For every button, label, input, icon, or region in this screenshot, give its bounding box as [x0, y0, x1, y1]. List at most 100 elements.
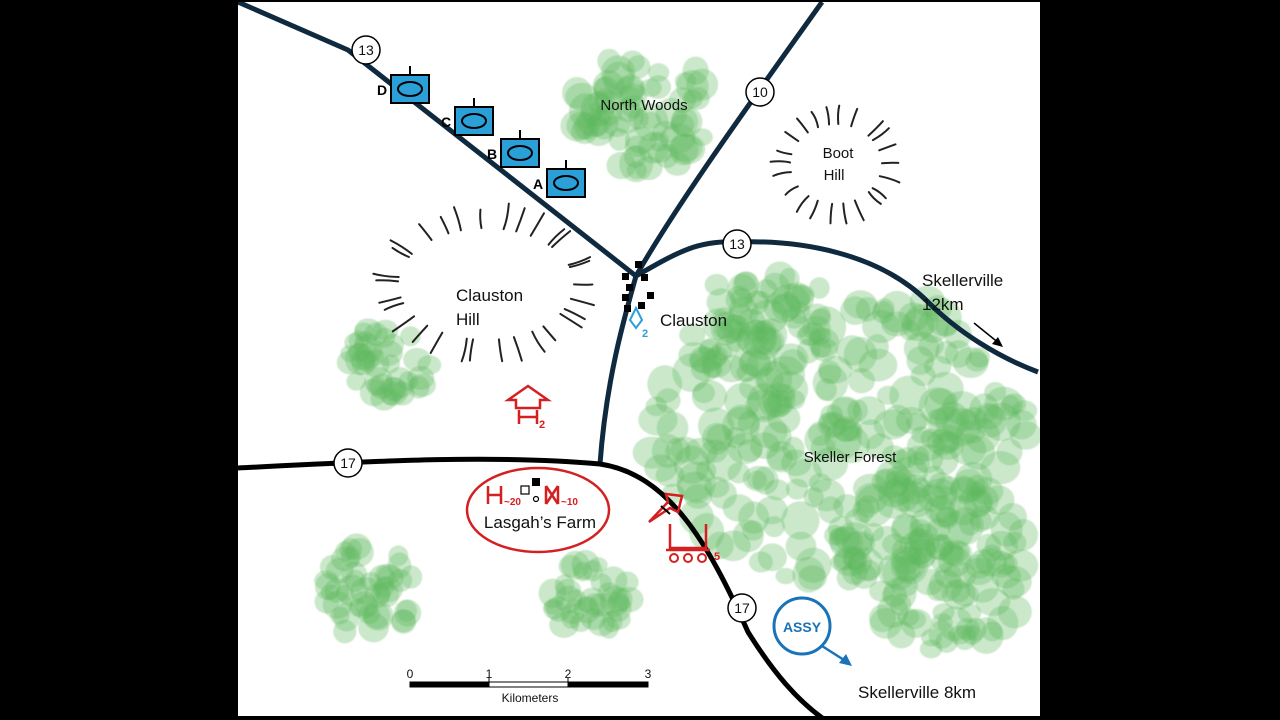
- tree-blob: [705, 441, 743, 482]
- hachure-mark: [502, 202, 510, 231]
- tank-frame: [546, 168, 586, 198]
- clauston-hill-label-line1: Clauston: [456, 286, 523, 305]
- tree-blob: [358, 612, 389, 643]
- tank-unit-d: D: [377, 66, 430, 104]
- hachure-mark: [515, 207, 526, 233]
- hachure-mark: [842, 202, 848, 225]
- tree-blob: [926, 534, 953, 561]
- hachure-mark: [375, 279, 400, 283]
- tree-blob: [670, 106, 699, 138]
- hachure-mark: [878, 175, 901, 184]
- hachure-mark: [453, 206, 462, 232]
- armor-symbol: [397, 81, 423, 97]
- tree-blob: [722, 494, 755, 522]
- tree-blob: [381, 389, 401, 406]
- boot-hill-label-line1: Boot: [823, 145, 855, 162]
- svg-text:2: 2: [539, 419, 545, 431]
- hachure-mark: [512, 336, 523, 362]
- tank-label: A: [533, 176, 543, 192]
- tree-blob: [906, 430, 946, 462]
- armor-symbol: [507, 145, 533, 161]
- road-south-to-17: [597, 275, 639, 465]
- tree-blob: [764, 261, 796, 292]
- tree-blob: [704, 273, 729, 296]
- hachure-mark: [784, 185, 799, 196]
- hachure-mark: [837, 104, 841, 126]
- tree-blob: [808, 326, 832, 346]
- tree-blob: [729, 321, 752, 342]
- hachure-mark: [418, 223, 433, 242]
- tree-blob: [890, 593, 912, 616]
- hachure-mark: [772, 171, 792, 177]
- tree-blob: [840, 296, 871, 325]
- hachure-mark: [809, 199, 819, 220]
- tree-blob: [742, 465, 775, 492]
- tree-blob: [335, 584, 355, 602]
- svg-text:Lasgah’s Farm: Lasgah’s Farm: [484, 513, 596, 532]
- tree-blob: [832, 416, 861, 442]
- hachure-mark: [378, 296, 402, 304]
- hachure-mark: [383, 302, 405, 311]
- tree-blob: [679, 323, 706, 347]
- road-17-west-shield: 17: [333, 448, 363, 478]
- clauston-town-buildings: [622, 261, 654, 312]
- tree-blob: [884, 470, 910, 497]
- lasgahs-farm-objective: ~20 ~10 Lasgah’s Farm: [465, 466, 611, 554]
- svg-text:17: 17: [734, 600, 750, 616]
- clauston-hill-hachures: [372, 202, 595, 363]
- svg-text:13: 13: [729, 236, 745, 252]
- hachure-mark: [429, 331, 444, 355]
- clauston-town-label: Clauston: [660, 311, 727, 330]
- tree-blob: [952, 347, 989, 379]
- tree-blob: [684, 87, 710, 110]
- tree-blob: [613, 76, 645, 103]
- tree-blob: [626, 55, 651, 79]
- tree-blob: [767, 403, 801, 434]
- boot-hill-label-line2: Hill: [824, 167, 845, 184]
- svg-text:~10: ~10: [561, 497, 578, 508]
- hachure-mark: [568, 259, 591, 269]
- hachure-mark: [853, 199, 865, 222]
- hachure-mark: [871, 127, 890, 142]
- hachure-mark: [531, 330, 546, 353]
- svg-text:17: 17: [340, 455, 356, 471]
- tree-blob: [364, 322, 388, 346]
- tree-blob: [644, 454, 678, 482]
- hachure-mark: [372, 272, 400, 278]
- skellerville-ne-label-line2: 12km: [922, 295, 964, 314]
- hachure-mark: [784, 130, 800, 143]
- tree-blob: [926, 518, 951, 542]
- tree-blob: [920, 628, 943, 647]
- tree-blob: [873, 298, 895, 319]
- tree-blob: [997, 595, 1032, 629]
- tree-blob: [645, 75, 672, 99]
- hachure-mark: [391, 246, 410, 259]
- tree-blob: [895, 406, 928, 434]
- tree-blob: [396, 599, 417, 622]
- tree-blob: [691, 380, 728, 413]
- tank-label: D: [377, 82, 387, 98]
- scale-tick-0: 0: [407, 667, 414, 681]
- tree-blob: [333, 619, 357, 644]
- tree-blob: [624, 145, 647, 168]
- tank-frame: [454, 106, 494, 136]
- tree-blob: [748, 322, 778, 355]
- tree-blob: [555, 578, 582, 602]
- tree-blob: [876, 491, 911, 519]
- tree-blob: [346, 372, 367, 391]
- tank-label: B: [487, 146, 497, 162]
- road-10: [633, 2, 825, 278]
- tank-frame: [390, 74, 430, 104]
- tree-blob: [715, 355, 748, 383]
- tree-blob: [862, 309, 900, 344]
- tree-blob: [767, 445, 793, 471]
- small-woods-south: [538, 549, 644, 639]
- enemy-wagon-unit: 5: [666, 524, 720, 563]
- enemy-flag-symbol: [648, 492, 684, 524]
- tree-blob: [964, 617, 987, 642]
- tree-blob: [647, 365, 683, 404]
- tree-blob: [876, 385, 900, 405]
- tree-blob: [647, 63, 670, 82]
- tree-blob: [803, 303, 831, 327]
